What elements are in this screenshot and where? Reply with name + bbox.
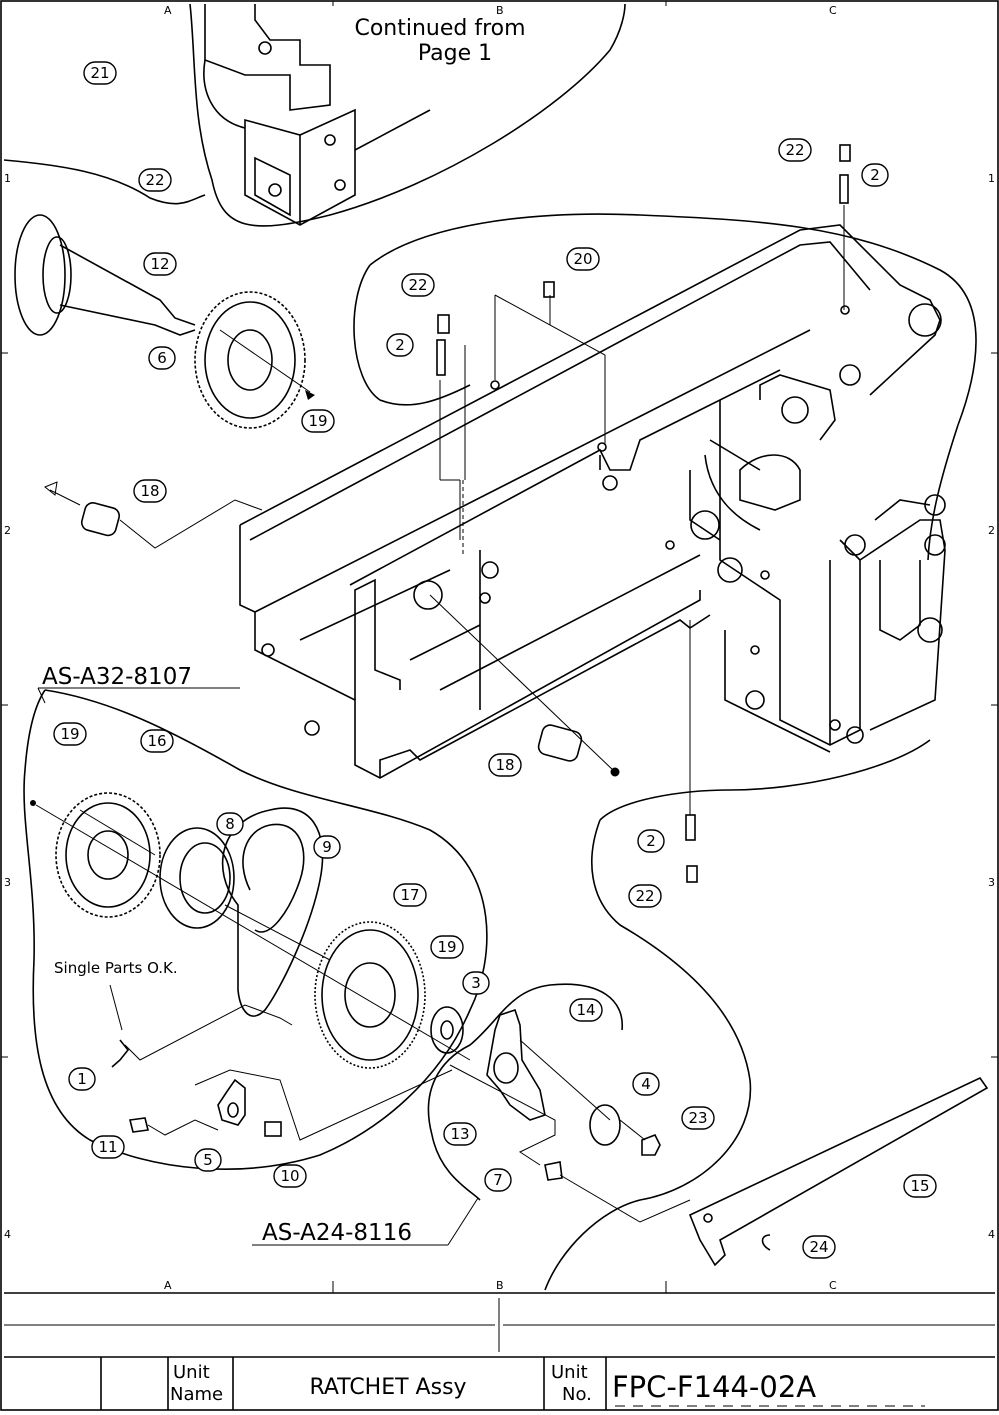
callout-label: 22 bbox=[408, 276, 427, 294]
callout-2: 2 bbox=[387, 334, 413, 356]
callout-label: 9 bbox=[322, 838, 332, 856]
unit-name-label-2: Name bbox=[170, 1384, 223, 1405]
callout-10: 10 bbox=[274, 1165, 306, 1187]
callout-label: 11 bbox=[98, 1138, 117, 1156]
callout-label: 22 bbox=[145, 171, 164, 189]
callout-label: 1 bbox=[77, 1070, 87, 1088]
callout-label: 24 bbox=[809, 1238, 828, 1256]
grid-row-1-right: 1 bbox=[988, 172, 995, 185]
callout-label: 12 bbox=[150, 255, 169, 273]
grid-col-b-bottom: B bbox=[496, 1279, 504, 1292]
callout-label: 18 bbox=[495, 756, 514, 774]
callout-label: 13 bbox=[450, 1125, 469, 1143]
callout-22: 22 bbox=[629, 885, 661, 907]
callout-label: 7 bbox=[493, 1171, 503, 1189]
unit-no-value: FPC-F144-02A bbox=[612, 1370, 816, 1404]
callout-label: 22 bbox=[635, 887, 654, 905]
callout-1: 1 bbox=[69, 1068, 95, 1090]
assembly-label-lower: AS-A24-8116 bbox=[262, 1220, 412, 1246]
ratchet-assy-parts bbox=[30, 793, 987, 1265]
grid-col-c-bottom: C bbox=[829, 1279, 837, 1292]
callout-label: 8 bbox=[225, 815, 235, 833]
grid-row-2-left: 2 bbox=[4, 524, 11, 537]
callout-22: 22 bbox=[779, 139, 811, 161]
callout-22: 22 bbox=[402, 274, 434, 296]
grid-row-4-left: 4 bbox=[4, 1228, 11, 1241]
callout-12: 12 bbox=[144, 253, 176, 275]
callout-18: 18 bbox=[134, 480, 166, 502]
callout-14: 14 bbox=[570, 999, 602, 1021]
callout-label: 2 bbox=[870, 166, 880, 184]
callout-label: 18 bbox=[140, 482, 159, 500]
callout-label: 19 bbox=[437, 938, 456, 956]
callout-4: 4 bbox=[633, 1073, 659, 1095]
callout-24: 24 bbox=[803, 1236, 835, 1258]
callout-label: 15 bbox=[910, 1177, 929, 1195]
callout-21: 21 bbox=[84, 62, 116, 84]
callout-15: 15 bbox=[904, 1175, 936, 1197]
callout-label: 22 bbox=[785, 141, 804, 159]
callout-8: 8 bbox=[217, 813, 243, 835]
grid-row-3-left: 3 bbox=[4, 876, 11, 889]
callout-16: 16 bbox=[141, 730, 173, 752]
grid-col-c-top: C bbox=[829, 4, 837, 17]
grid-row-3-right: 3 bbox=[988, 876, 995, 889]
callout-label: 16 bbox=[147, 732, 166, 750]
callout-label: 23 bbox=[688, 1109, 707, 1127]
main-housing bbox=[240, 225, 945, 778]
grid-row-2-right: 2 bbox=[988, 524, 995, 537]
callout-7: 7 bbox=[485, 1169, 511, 1191]
callout-19: 19 bbox=[431, 936, 463, 958]
callout-18: 18 bbox=[489, 754, 521, 776]
unit-name-label-1: Unit bbox=[173, 1362, 210, 1383]
callout-6: 6 bbox=[149, 347, 175, 369]
callout-label: 10 bbox=[280, 1167, 299, 1185]
callout-label: 6 bbox=[157, 349, 167, 367]
callout-label: 5 bbox=[203, 1151, 213, 1169]
continued-line-1: Continued from bbox=[354, 16, 525, 41]
sprocket-part-6 bbox=[195, 292, 315, 428]
callout-label: 2 bbox=[395, 336, 405, 354]
callout-22: 22 bbox=[139, 169, 171, 191]
unit-no-label-1: Unit bbox=[551, 1362, 588, 1383]
continued-line-2: Page 1 bbox=[418, 41, 492, 66]
callout-label: 19 bbox=[60, 725, 79, 743]
callout-5: 5 bbox=[195, 1149, 221, 1171]
grid-row-4-right: 4 bbox=[988, 1228, 995, 1241]
callout-13: 13 bbox=[444, 1123, 476, 1145]
single-parts-note: Single Parts O.K. bbox=[54, 959, 178, 977]
callout-23: 23 bbox=[682, 1107, 714, 1129]
unit-name-value: RATCHET Assy bbox=[309, 1375, 466, 1400]
unit-no-label-2: No. bbox=[562, 1384, 592, 1405]
callout-2: 2 bbox=[638, 830, 664, 852]
callout-label: 17 bbox=[400, 886, 419, 904]
callout-2: 2 bbox=[862, 164, 888, 186]
callout-label: 20 bbox=[573, 250, 592, 268]
callout-label: 3 bbox=[471, 974, 481, 992]
grid-col-a-top: A bbox=[164, 4, 172, 17]
callout-label: 2 bbox=[646, 832, 656, 850]
callout-19: 19 bbox=[302, 410, 334, 432]
callout-label: 14 bbox=[576, 1001, 595, 1019]
callout-label: 4 bbox=[641, 1075, 651, 1093]
callout-11: 11 bbox=[92, 1136, 124, 1158]
callout-19: 19 bbox=[54, 723, 86, 745]
grid-row-1-left: 1 bbox=[4, 172, 11, 185]
callout-9: 9 bbox=[314, 836, 340, 858]
callout-label: 19 bbox=[308, 412, 327, 430]
callout-20: 20 bbox=[567, 248, 599, 270]
callout-label: 21 bbox=[90, 64, 109, 82]
grid-col-a-bottom: A bbox=[164, 1279, 172, 1292]
callout-17: 17 bbox=[394, 884, 426, 906]
assembly-label-upper: AS-A32-8107 bbox=[42, 664, 192, 690]
callout-3: 3 bbox=[463, 972, 489, 994]
